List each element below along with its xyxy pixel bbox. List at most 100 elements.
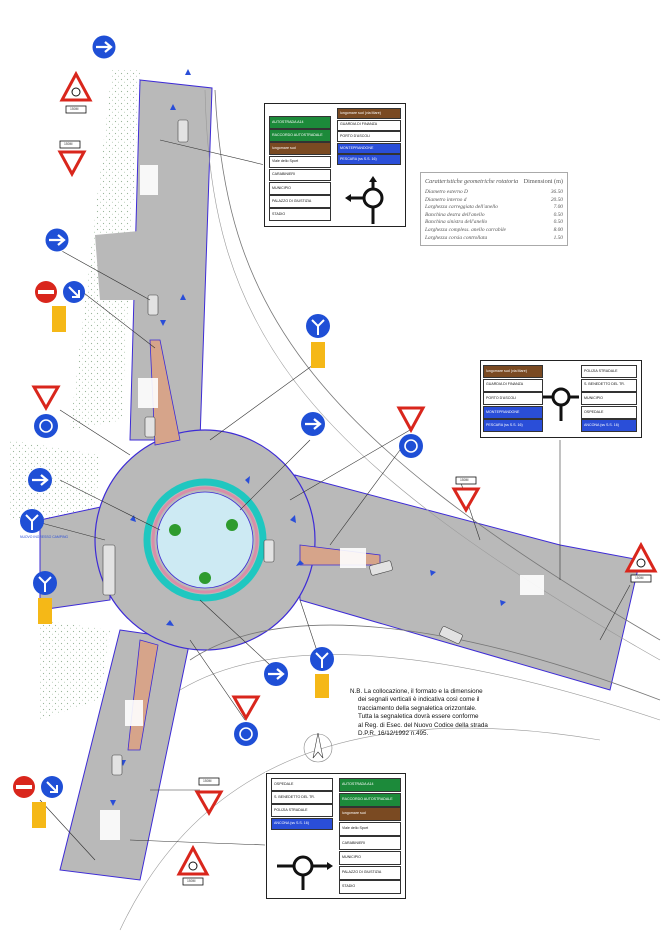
splitter-island-north <box>149 339 181 446</box>
panel-row: RACCORDO AUTOSTRADALE <box>339 792 401 807</box>
panel-row: MUNICIPIO <box>581 392 637 406</box>
plate-label-150m-3: 150M <box>460 478 469 482</box>
geometry-row: Larghezza compless. anello carrabile 8.00 <box>425 227 563 233</box>
panel-row: POLIZIA STRADALE <box>271 804 333 817</box>
background-road-curve-lower <box>189 624 661 701</box>
sign-direction-choice-north <box>306 314 330 338</box>
panel-row: POLIZIA STRADALE <box>581 365 637 378</box>
yellow-plate-3 <box>311 342 325 368</box>
sign-roundabout-warning-right <box>624 541 658 583</box>
sign-give-way-south <box>231 695 261 722</box>
geometry-row-value: 1.50 <box>553 234 563 241</box>
panel-row: PORTO D'ASCOLI <box>337 131 401 143</box>
direction-panel-right: lungomare sud (via Mare)GUARDIA DI FINAN… <box>480 360 642 438</box>
sign-give-way-2 <box>31 385 61 412</box>
panel-row: PESCARA (ss S.S. 16) <box>337 154 401 166</box>
geometry-row-label: Larghezza corsia controllata <box>425 234 488 241</box>
sign-direction-choice-west-2 <box>33 571 57 595</box>
plate-label-150m-2: 150M <box>64 142 73 146</box>
geometry-table: Caratteristiche geometriche rotatoria Di… <box>420 172 568 246</box>
plate-label-150m-5: 150M <box>203 779 212 783</box>
panel-row: OSPEDALE <box>271 778 333 791</box>
verge-left-mid <box>10 440 100 520</box>
sign-roundabout-mandatory-1 <box>34 414 58 438</box>
panel-row: PALAZZO DI GIUSTIZIA <box>339 865 401 880</box>
road-north-slip <box>95 230 150 300</box>
panel-row: MONTEPRANDONE <box>483 405 543 419</box>
geometry-row-value: 0.50 <box>553 211 563 218</box>
panel-row: ANCONA (ss S.S. 16) <box>581 419 637 433</box>
geometry-row-value: 20.50 <box>550 196 563 203</box>
geometry-row-value: 36.50 <box>550 189 563 195</box>
roundabout-cyan-band <box>143 478 267 602</box>
roundabout-pictogram-bottom <box>277 855 333 890</box>
panel-row: PALAZZO DI GIUSTIZIA <box>269 195 331 208</box>
sign-no-entry-left <box>35 281 57 303</box>
panel-row: GUARDIA DI FINANZA <box>337 119 401 131</box>
panel-row: PORTO D'ASCOLI <box>483 392 543 406</box>
panel-row: RACCORDO AUTOSTRADALE <box>269 129 331 142</box>
zebra-crossings <box>100 165 544 840</box>
panel-row: lungomare sud <box>269 142 331 155</box>
background-road-curve-south <box>119 727 601 931</box>
panel-row: CARABINIERI <box>269 168 331 182</box>
panel-row: AUTOSTRADA A14 <box>339 778 401 792</box>
sign-keep-right-south <box>41 776 63 798</box>
yellow-plate-4 <box>315 674 329 698</box>
panel-row: ANCONA (ss S.S. 16) <box>271 817 333 831</box>
regulation-note: N.B. La collocazione, il formato e la di… <box>350 688 570 738</box>
vehicles <box>102 119 463 776</box>
geometry-table-title: Caratteristiche geometriche rotatoria <box>425 178 519 185</box>
panel-row: MUNICIPIO <box>269 182 331 195</box>
background-road-curve-lower-2 <box>179 654 661 721</box>
note-line: al Reg. di Esec. del Nuovo Codice della … <box>358 721 488 729</box>
panel-row: AUTOSTRADA A14 <box>269 116 331 129</box>
yellow-plate-1 <box>52 306 66 332</box>
plate-150m-1 <box>65 105 87 114</box>
sign-roundabout-warning-top <box>59 70 93 102</box>
sign-mandatory-right-top <box>91 34 117 60</box>
roundabout-pink-band <box>151 486 259 594</box>
panel-row: lungomare sud (via Mare) <box>483 365 543 378</box>
background-road-curve-upper <box>214 89 661 641</box>
sign-mandatory-right-2 <box>44 227 70 253</box>
geometry-row-label: Larghezza compless. anello carrabile <box>425 227 506 233</box>
sign-roundabout-warning-bottom <box>176 844 210 886</box>
palm-trees <box>169 519 238 584</box>
panel-row: S. BENEDETTO DEL TR. <box>271 791 333 804</box>
geometry-row: Banchina destra dell'anello 0.50 <box>425 212 563 218</box>
sign-direction-choice-west <box>20 509 44 533</box>
sign-give-way-top <box>57 140 87 178</box>
sign-mandatory-right-center <box>301 412 325 436</box>
roundabout-island <box>156 491 254 589</box>
geometry-row-label: Banchina destra dell'anello <box>425 211 485 218</box>
geometry-row-value: 8.00 <box>553 227 563 233</box>
note-line: dei segnali verticali è indicativa così … <box>358 696 480 704</box>
sign-no-entry-south <box>13 776 35 798</box>
geometry-row: Larghezza corsia controllata 1.50 <box>425 235 563 241</box>
geometry-row-value: 0.50 <box>553 219 563 226</box>
panel-row: Viale dello Sport <box>269 155 331 169</box>
geometry-table-value-header: Dimensioni (m) <box>523 178 563 185</box>
yellow-plate-5 <box>32 802 46 828</box>
yellow-plate-2 <box>38 598 52 624</box>
panel-row: S. BENEDETTO DEL TR. <box>581 378 637 392</box>
note-line: N.B. La collocazione, il formato e la di… <box>350 688 483 695</box>
background-road-curve-upper-2 <box>204 89 661 661</box>
sign-mandatory-right-south <box>264 662 288 686</box>
north-arrow <box>303 732 333 763</box>
sign-keep-right-left <box>63 281 85 303</box>
plate-label-150m-4: 150M <box>635 576 644 580</box>
leader-lines <box>29 139 631 861</box>
verge-left-low <box>40 620 110 720</box>
sign-give-way-right-far <box>451 476 481 514</box>
roundabout-pictogram-top <box>345 176 384 224</box>
